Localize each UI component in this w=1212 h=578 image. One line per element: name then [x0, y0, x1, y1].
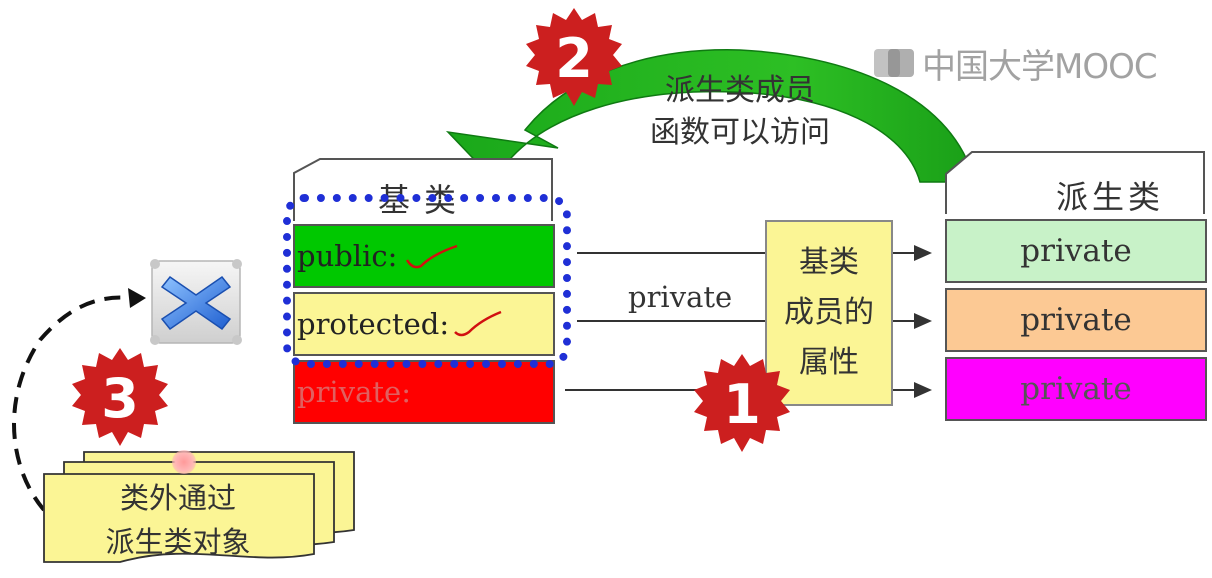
- base-row-label: protected:: [297, 307, 450, 341]
- base-class-tab: [293, 158, 553, 221]
- badge-number: 2: [555, 26, 593, 90]
- derived-row-label: private: [1020, 371, 1132, 407]
- arrow-note: 派生类成员 函数可以访问: [640, 70, 840, 154]
- badge-number: 3: [101, 366, 139, 430]
- cursor-highlight: [172, 450, 196, 474]
- checkmark-icon: [406, 244, 458, 269]
- starburst-badge-icon: [526, 8, 622, 106]
- arrow-note-line1: 派生类成员: [665, 73, 815, 108]
- derived-class-tab: [945, 151, 1205, 214]
- base-row-label: private:: [297, 375, 411, 409]
- attribute-box: 基类 成员的 属性: [765, 220, 893, 406]
- accessible-members-highlight: [283, 194, 571, 368]
- outside-note-line1: 类外通过: [119, 481, 236, 515]
- base-row-label: public:: [297, 239, 398, 273]
- derived-row-1: private: [945, 219, 1207, 283]
- starburst-badge-icon: [694, 354, 790, 452]
- derived-row-3: private: [945, 357, 1207, 421]
- derived-row-label: private: [1020, 233, 1132, 269]
- attribute-line2: 成员的: [784, 295, 874, 330]
- inheritance-mode-label: private: [628, 280, 733, 314]
- base-row-public: public:: [293, 224, 555, 288]
- blue-x-icon: [150, 259, 242, 345]
- attribute-line1: 基类: [799, 245, 859, 280]
- mooc-logo-icon: [874, 49, 914, 77]
- arrow-note-line2: 函数可以访问: [650, 115, 830, 150]
- checkmark-icon: [454, 310, 502, 337]
- derived-row-label: private: [1020, 302, 1132, 338]
- badge-2: 2: [522, 6, 626, 110]
- derived-row-2: private: [945, 288, 1207, 352]
- attribute-line3: 属性: [799, 345, 859, 380]
- badge-1: 1: [690, 352, 794, 456]
- starburst-badge-icon: [72, 348, 168, 446]
- watermark-text: 中国大学MOOC: [922, 46, 1158, 87]
- base-row-private: private:: [293, 360, 555, 424]
- badge-3: 3: [68, 346, 172, 450]
- note-stack: [43, 451, 355, 563]
- outside-note: 类外通过 派生类对象: [46, 476, 310, 564]
- derived-class-title: 派生类: [1055, 178, 1164, 216]
- watermark: 中国大学MOOC: [870, 38, 1170, 88]
- outside-note-line2: 派生类对象: [105, 525, 251, 559]
- base-row-protected: protected:: [293, 292, 555, 356]
- badge-number: 1: [723, 372, 761, 436]
- no-access-icon: [146, 255, 246, 349]
